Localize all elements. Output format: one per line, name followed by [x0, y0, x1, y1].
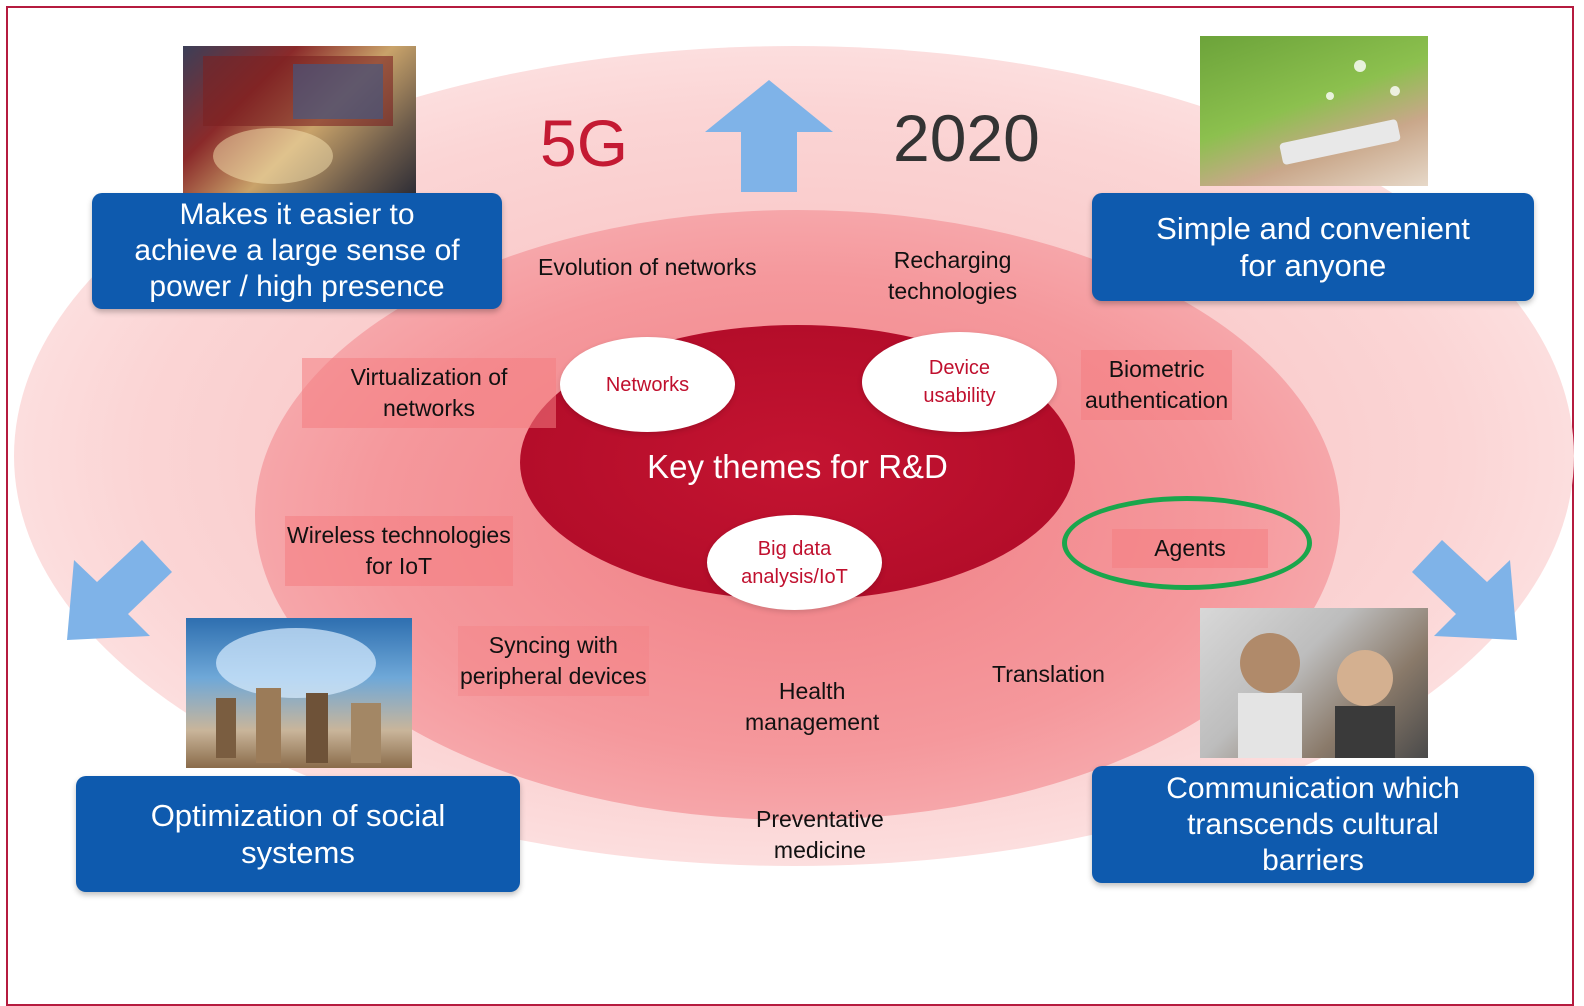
big-data-line-1: Big data [757, 537, 832, 560]
up-arrow-icon [705, 80, 833, 192]
theme-translation: Translation [992, 661, 1105, 687]
agents-highlight-ring [1062, 496, 1312, 590]
goal-social-line-1: Optimization of social [150, 797, 446, 833]
goal-power-line-3: power / high presence [149, 270, 445, 303]
theme-health-line-1: Health [778, 678, 846, 704]
device-usability-bubble: Device usability [862, 332, 1057, 432]
goal-simple-line-1: Simple and convenient [1156, 210, 1470, 246]
technology-label: 5G [540, 106, 629, 180]
networks-bubble: Networks [560, 337, 735, 432]
theme-virtualization-line-1: Virtualization of [350, 364, 508, 390]
goal-social-line-2: systems [241, 835, 355, 870]
big-data-line-2: analysis/IoT [741, 565, 848, 588]
theme-recharging: Recharging technologies [888, 245, 1017, 307]
theme-health: Health management [745, 676, 879, 738]
device-usability-line-1: Device [928, 357, 991, 379]
theme-syncing: Syncing with peripheral devices [458, 626, 649, 697]
theme-recharging-line-1: Recharging [893, 247, 1012, 273]
theme-biometric: Biometric authentication [1081, 350, 1233, 421]
networks-bubble-label: Networks [605, 373, 690, 396]
theme-preventative-line-2: medicine [773, 837, 866, 864]
theme-preventative-line-1: Preventative [756, 806, 884, 832]
theme-evolution-of-networks: Evolution of networks [538, 254, 757, 280]
theme-virtualization-line-2: networks [382, 395, 476, 422]
theme-health-line-2: management [745, 709, 880, 736]
down-right-arrow-icon [1412, 540, 1517, 640]
device-usability-line-2: usability [923, 385, 996, 407]
goal-simple-line-2: for anyone [1239, 248, 1387, 283]
theme-wireless-line-1: Wireless technologies [287, 522, 511, 548]
theme-preventative: Preventative medicine [756, 804, 884, 866]
theme-biometric-line-2: authentication [1085, 387, 1229, 414]
goal-communication-line-3: barriers [1262, 843, 1364, 877]
down-left-arrow-icon [67, 540, 172, 640]
goal-power-line-1: Makes it easier to [179, 198, 415, 231]
theme-syncing-line-1: Syncing with [488, 632, 618, 658]
goal-power-presence: Makes it easier to achieve a large sense… [92, 193, 502, 309]
big-data-bubble: Big data analysis/IoT [707, 515, 882, 610]
theme-syncing-line-2: peripheral devices [460, 663, 647, 690]
smartphone-photo [1200, 36, 1428, 186]
theme-recharging-line-2: technologies [888, 278, 1018, 305]
goal-power-line-2: achieve a large sense of [134, 234, 460, 267]
theme-biometric-line-1: Biometric [1108, 356, 1205, 382]
theme-wireless-iot: Wireless technologies for IoT [285, 516, 513, 587]
goal-communication-line-1: Communication which [1166, 771, 1460, 805]
year-label: 2020 [893, 101, 1040, 175]
theme-virtualization: Virtualization of networks [302, 358, 556, 429]
theme-wireless-line-2: for IoT [365, 553, 433, 580]
communication-photo [1200, 608, 1428, 758]
social-systems-photo [186, 618, 412, 768]
goal-simple-convenient: Simple and convenient for anyone [1092, 193, 1534, 301]
goal-communication-line-2: transcends cultural [1187, 807, 1439, 841]
goal-communication: Communication which transcends cultural … [1092, 766, 1534, 883]
goal-social-systems: Optimization of social systems [76, 776, 520, 892]
presence-photo [183, 46, 416, 196]
core-title: Key themes for R&D [647, 448, 948, 485]
